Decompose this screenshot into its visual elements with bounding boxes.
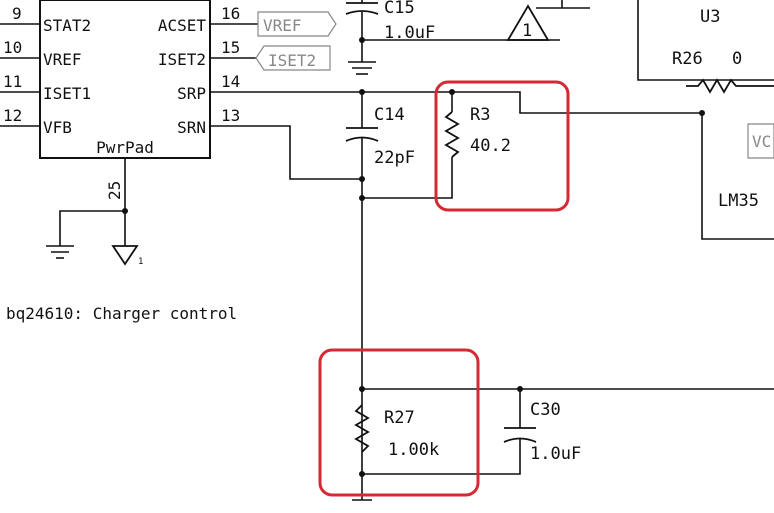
highlight-r3 — [434, 80, 570, 212]
capacitor-c30: C30 1.0uF — [362, 388, 774, 475]
net-flag-iset2: ISET2 — [255, 45, 331, 71]
r27-ref: R27 — [384, 408, 415, 428]
c14-ref: C14 — [374, 105, 405, 125]
r26-ref: R26 — [672, 49, 703, 69]
net-flag-vref-label: VREF — [263, 16, 302, 35]
pin-25-number: 25 — [105, 181, 124, 200]
c30-ref: C30 — [530, 400, 561, 420]
pin-14-number: 14 — [221, 72, 240, 91]
triangle-ground-symbol: 1 — [111, 245, 143, 267]
c14-value: 22pF — [374, 148, 415, 168]
ic-body — [39, 0, 211, 159]
resistor-r27: R27 1.00k — [354, 404, 439, 460]
ground-symbol — [46, 245, 74, 259]
c15-ref: C15 — [384, 0, 415, 18]
net-flag-iset2-label: ISET2 — [268, 51, 316, 70]
highlight-r27 — [318, 348, 480, 497]
pin-vfb-label: VFB — [43, 118, 72, 137]
resistor-r26 — [686, 78, 774, 94]
u3-block: U3 R26 0 VC LM35 — [637, 0, 774, 240]
r27-value: 1.00k — [388, 440, 439, 460]
pin-vref-label: VREF — [43, 50, 82, 69]
diagram-caption: bq24610: Charger control — [6, 304, 237, 323]
pin-10-number: 10 — [3, 38, 22, 57]
pin-15-number: 15 — [221, 38, 240, 57]
pin-srp-label: SRP — [177, 84, 206, 103]
ic-bq24610: 9 10 11 12 STAT2 VREF ISET1 VFB 16 15 14… — [0, 0, 258, 246]
ic-pwrpad-label: PwrPad — [96, 138, 154, 157]
r3-value: 40.2 — [470, 136, 511, 156]
junction-dot — [359, 37, 365, 43]
net-flag-vref: VREF — [257, 11, 337, 37]
c30-value: 1.0uF — [530, 444, 581, 464]
pin-acset-label: ACSET — [158, 16, 207, 35]
net-flag-vc — [747, 123, 774, 159]
pin-iset1-label: ISET1 — [43, 84, 91, 103]
r26-value: 0 — [732, 49, 742, 69]
resistor-r3: R3 40.2 — [362, 92, 511, 199]
warning-flag: 1 — [506, 4, 550, 41]
r3-ref: R3 — [470, 105, 490, 125]
c15-value: 1.0uF — [384, 23, 435, 43]
pin-11-number: 11 — [3, 72, 22, 91]
pin-13-number: 13 — [221, 106, 240, 125]
net-flag-vc-label: VC — [752, 132, 771, 151]
pin-9-number: 9 — [12, 4, 22, 23]
srp-wire — [254, 91, 700, 114]
pin-16-number: 16 — [221, 4, 240, 23]
capacitor-c15: C15 1.0uF — [345, 0, 590, 75]
pin-stat2-label: STAT2 — [43, 16, 91, 35]
warning-flag-number: 1 — [522, 21, 532, 41]
ground-wire — [59, 210, 125, 246]
u3-ref: U3 — [700, 7, 720, 27]
pin-srn-label: SRN — [177, 118, 206, 137]
pin-12-number: 12 — [3, 106, 22, 125]
ground-symbol-number: 1 — [138, 257, 143, 267]
srn-wire — [254, 125, 362, 180]
pin-iset2-label: ISET2 — [158, 50, 206, 69]
lm35-label: LM35 — [718, 191, 759, 211]
